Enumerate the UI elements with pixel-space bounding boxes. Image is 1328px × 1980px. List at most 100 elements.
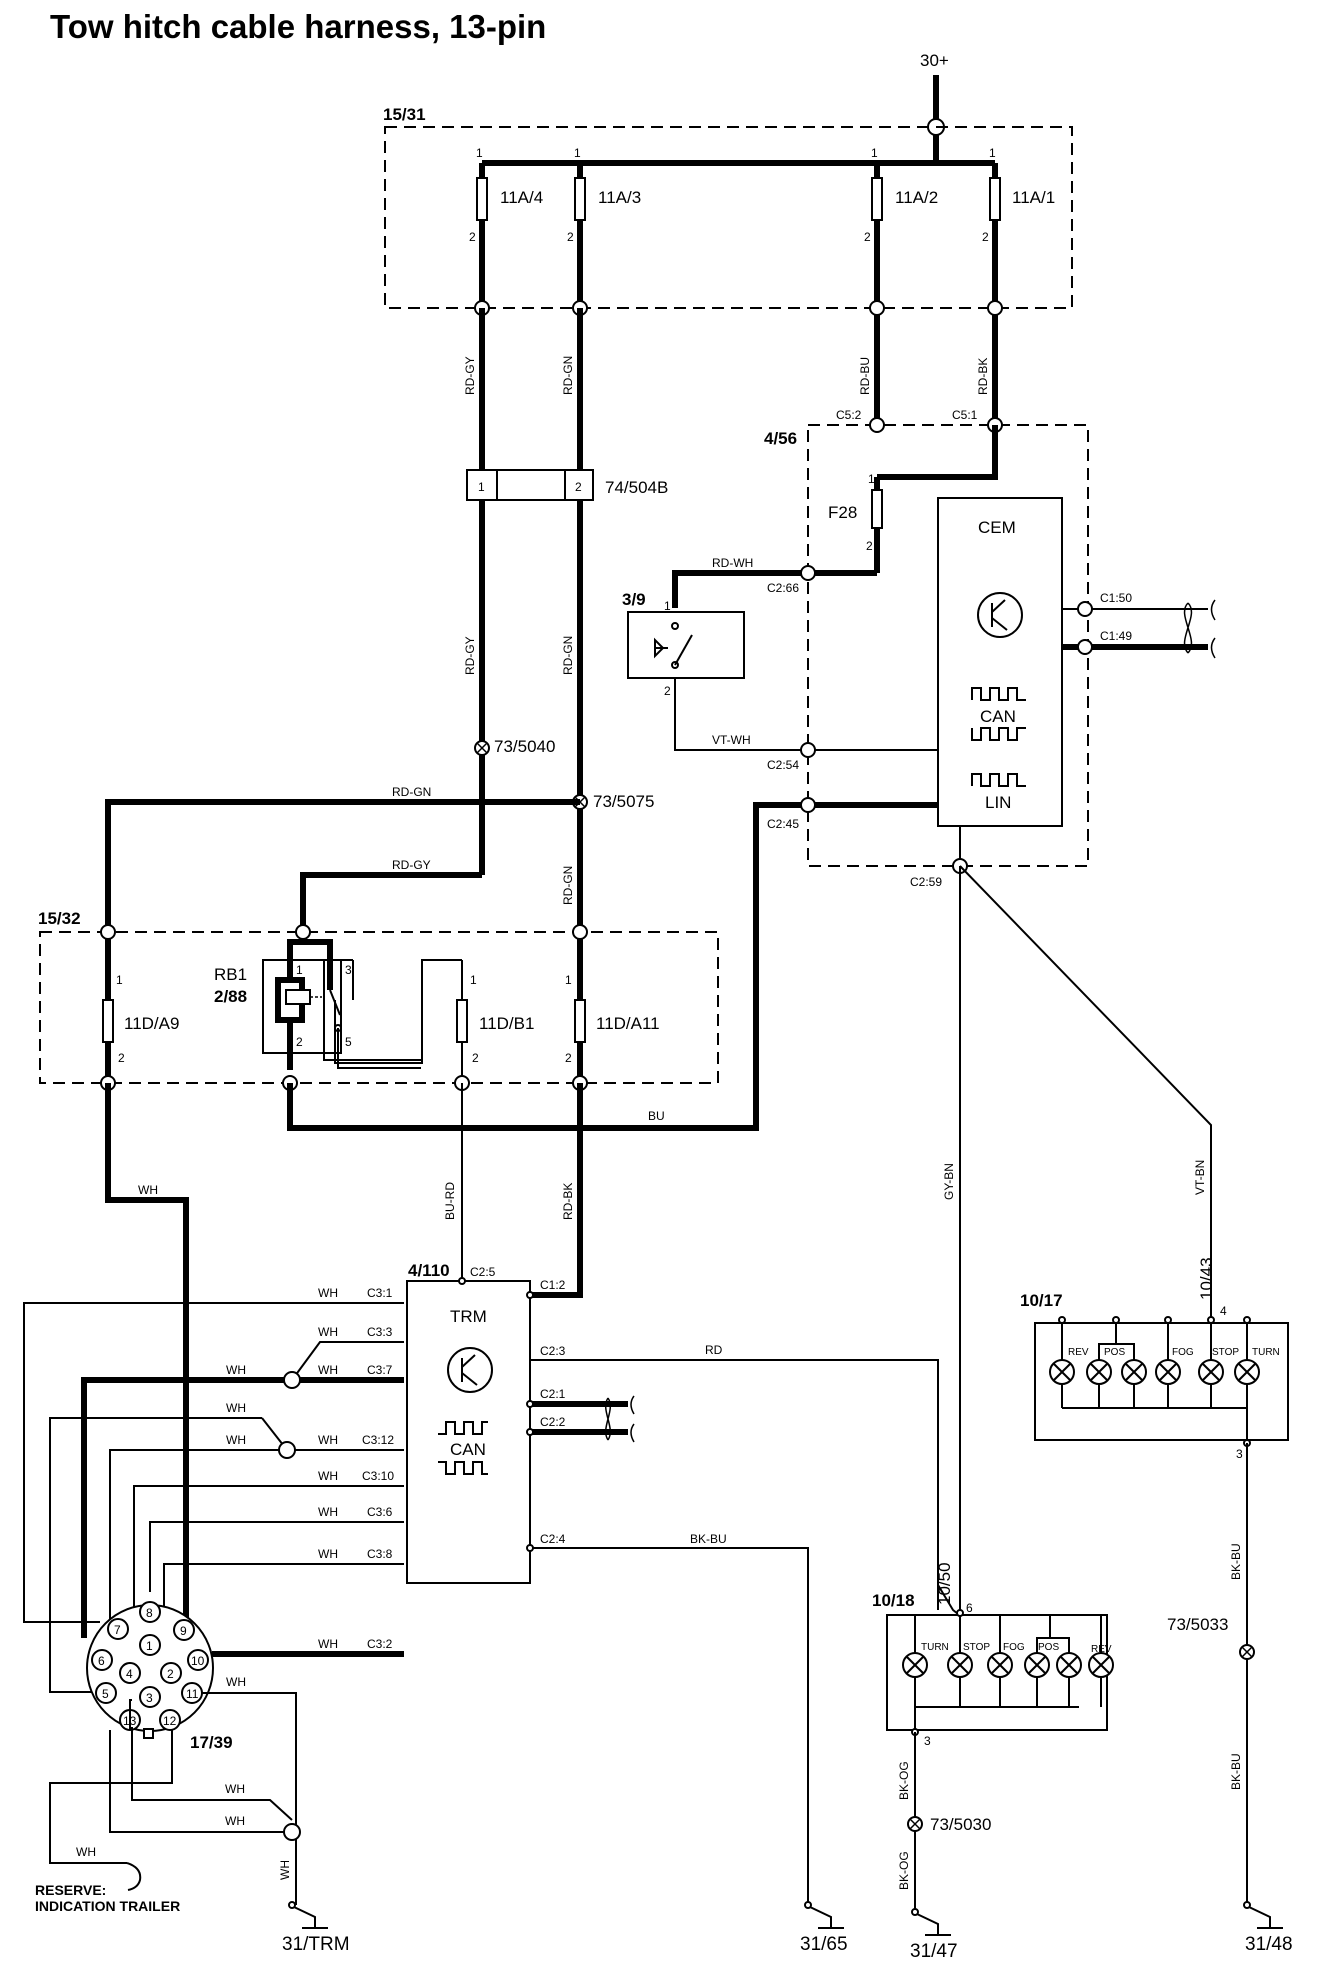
cem-box-label: 4/56 [764,429,797,448]
lamp-stop: STOP [947,1615,990,1707]
svg-text:C1:49: C1:49 [1100,629,1132,643]
wire-wh-a9 [105,1083,189,1637]
fuse-11d-a9: 1 2 11D/A9 [102,932,179,1085]
svg-text:C2:1: C2:1 [540,1387,566,1401]
svg-text:31/65: 31/65 [800,1934,848,1955]
svg-text:STOP: STOP [1212,1347,1239,1358]
trm-module: 4/110 C2:5 TRM CAN [406,1261,531,1584]
wire-label: VT-BN [1193,1160,1207,1195]
fusebox-lower-outline [39,931,719,1084]
svg-text:C2:4: C2:4 [540,1532,566,1546]
svg-text:C2:66: C2:66 [767,581,799,595]
wire-label: RD-BK [561,1183,575,1220]
svg-text:31/48: 31/48 [1245,1934,1293,1955]
svg-text:9: 9 [180,1624,187,1638]
socket-pin: 11 [181,1682,203,1704]
continuation-icon [630,1395,635,1443]
svg-text:WH: WH [76,1845,96,1859]
fuse-label: 11A/3 [598,188,641,207]
socket-pin: 8 [139,1601,161,1623]
svg-text:2: 2 [565,1051,572,1065]
svg-text:1: 1 [868,472,875,486]
svg-text:POS: POS [1038,1642,1059,1653]
ground-31-48: 31/48 [1243,1901,1293,1955]
svg-text:3: 3 [146,1691,153,1705]
svg-text:1: 1 [664,599,671,613]
svg-text:WH: WH [318,1469,338,1483]
svg-text:3: 3 [924,1734,931,1748]
wire-label: RD-GY [463,356,477,395]
svg-text:1: 1 [476,146,483,160]
svg-text:WH: WH [225,1814,245,1828]
svg-text:2: 2 [469,230,476,244]
wire-label: RD-GN [392,785,431,799]
socket-pin: 10 [187,1649,209,1671]
svg-text:C2:59: C2:59 [910,875,942,889]
svg-text:73/5040: 73/5040 [494,737,555,756]
svg-text:4/110: 4/110 [408,1261,450,1280]
svg-text:FOG: FOG [1003,1642,1025,1653]
svg-text:73/5030: 73/5030 [930,1815,991,1834]
svg-text:BK-BU: BK-BU [1229,1543,1243,1580]
lamp-turn: TURN [1234,1323,1280,1455]
svg-text:4: 4 [126,1667,133,1681]
svg-text:73/5033: 73/5033 [1167,1615,1228,1634]
svg-text:5: 5 [345,1035,352,1049]
svg-text:11: 11 [186,1687,199,1701]
socket-17-39: 1 2 3 4 5 6 7 8 9 10 11 12 13 17/39 [86,1601,233,1752]
svg-text:5: 5 [102,1687,109,1701]
svg-text:2: 2 [567,230,574,244]
socket-pin: 2 [160,1662,182,1684]
lamp-unit-10-18: 10/50 10/18 6 TURN STOP FOG POS REV 3 [872,1562,1114,1748]
svg-text:C5:2: C5:2 [836,408,862,422]
svg-text:31/47: 31/47 [910,1941,958,1962]
svg-text:C2:2: C2:2 [540,1415,566,1429]
svg-text:C1:2: C1:2 [540,1278,566,1292]
svg-text:WH: WH [318,1547,338,1561]
wire-vt-bn [959,865,1212,1318]
wire-label: WH [138,1183,158,1197]
lamp-turn: TURN [902,1615,949,1730]
fuse-11d-b1: 1 2 11D/B1 [323,959,534,1085]
svg-text:12: 12 [163,1714,177,1728]
wire-label: RD-BK [976,358,990,395]
twisted-pair-icon [605,1397,611,1441]
lamp-rev: REV [1088,1615,1114,1707]
wire-label: GY-BN [942,1163,956,1200]
socket-pin: 1 [139,1634,161,1656]
socket-pin: 3 [139,1686,161,1708]
wire-rd-gy-relay [300,872,482,932]
svg-text:C2:45: C2:45 [767,817,799,831]
svg-text:1: 1 [146,1639,153,1653]
svg-text:C2:3: C2:3 [540,1344,566,1358]
svg-text:10/17: 10/17 [1020,1291,1063,1310]
svg-text:7: 7 [114,1623,121,1637]
lamp-fog: FOG [987,1615,1025,1707]
svg-text:2: 2 [167,1667,174,1681]
splice [278,1441,296,1459]
fusebox-upper-label: 15/31 [383,105,426,124]
wire-label: RD [705,1343,723,1357]
lamp-pos [1121,1357,1147,1408]
svg-text:6: 6 [966,1601,973,1615]
svg-text:2: 2 [982,230,989,244]
wire-label: RD-GY [463,636,477,675]
svg-text:1: 1 [871,146,878,160]
svg-text:WH: WH [226,1363,246,1377]
wire-vt-wh [674,678,938,751]
wire-label: RD-GN [561,356,575,395]
ground-31-47: 31/47 [910,1908,958,1962]
splice-73-5030: 73/5030 [907,1815,991,1834]
svg-text:WH: WH [278,1860,292,1880]
svg-text:10/43: 10/43 [1197,1257,1216,1300]
svg-text:2: 2 [866,539,873,553]
relay-rb1: 1 3 2 5 RB1 2/88 [214,932,421,1070]
svg-text:1: 1 [989,146,996,160]
fuse-11a2: 1 2 11A/2 [864,146,938,425]
svg-text:3: 3 [1236,1447,1243,1461]
wire-label: BK-BU [690,1532,727,1546]
supply-label: 30+ [920,51,949,70]
svg-text:11D/A11: 11D/A11 [596,1014,660,1033]
svg-text:WH: WH [318,1505,338,1519]
